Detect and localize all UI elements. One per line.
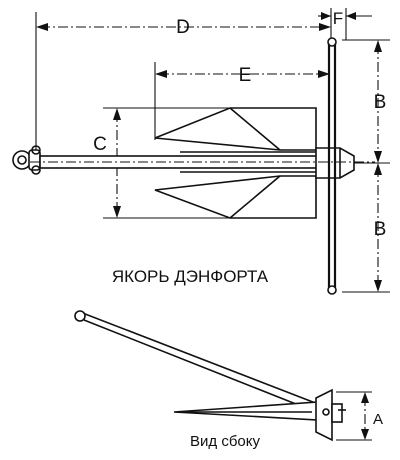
dimension-d-label: D <box>176 17 190 38</box>
dimension-d <box>35 8 332 155</box>
anchor-side-view <box>74 310 346 442</box>
dimension-c-label: C <box>93 134 107 155</box>
side-view-caption: Вид сбоку <box>190 433 260 450</box>
dimension-e-label: E <box>239 65 252 86</box>
dimension-a <box>336 391 372 441</box>
dimension-f-label: F <box>333 9 343 28</box>
dimension-e <box>154 62 330 140</box>
dimension-b-bottom-label: B <box>374 219 387 240</box>
main-title: ЯКОРЬ ДЭНФОРТА <box>112 267 269 286</box>
dimension-a-label: A <box>373 411 383 428</box>
dimension-f <box>318 8 372 40</box>
dimension-b <box>342 39 390 293</box>
anchor-top-view <box>12 37 375 295</box>
dimension-b-top-label: B <box>374 92 387 113</box>
